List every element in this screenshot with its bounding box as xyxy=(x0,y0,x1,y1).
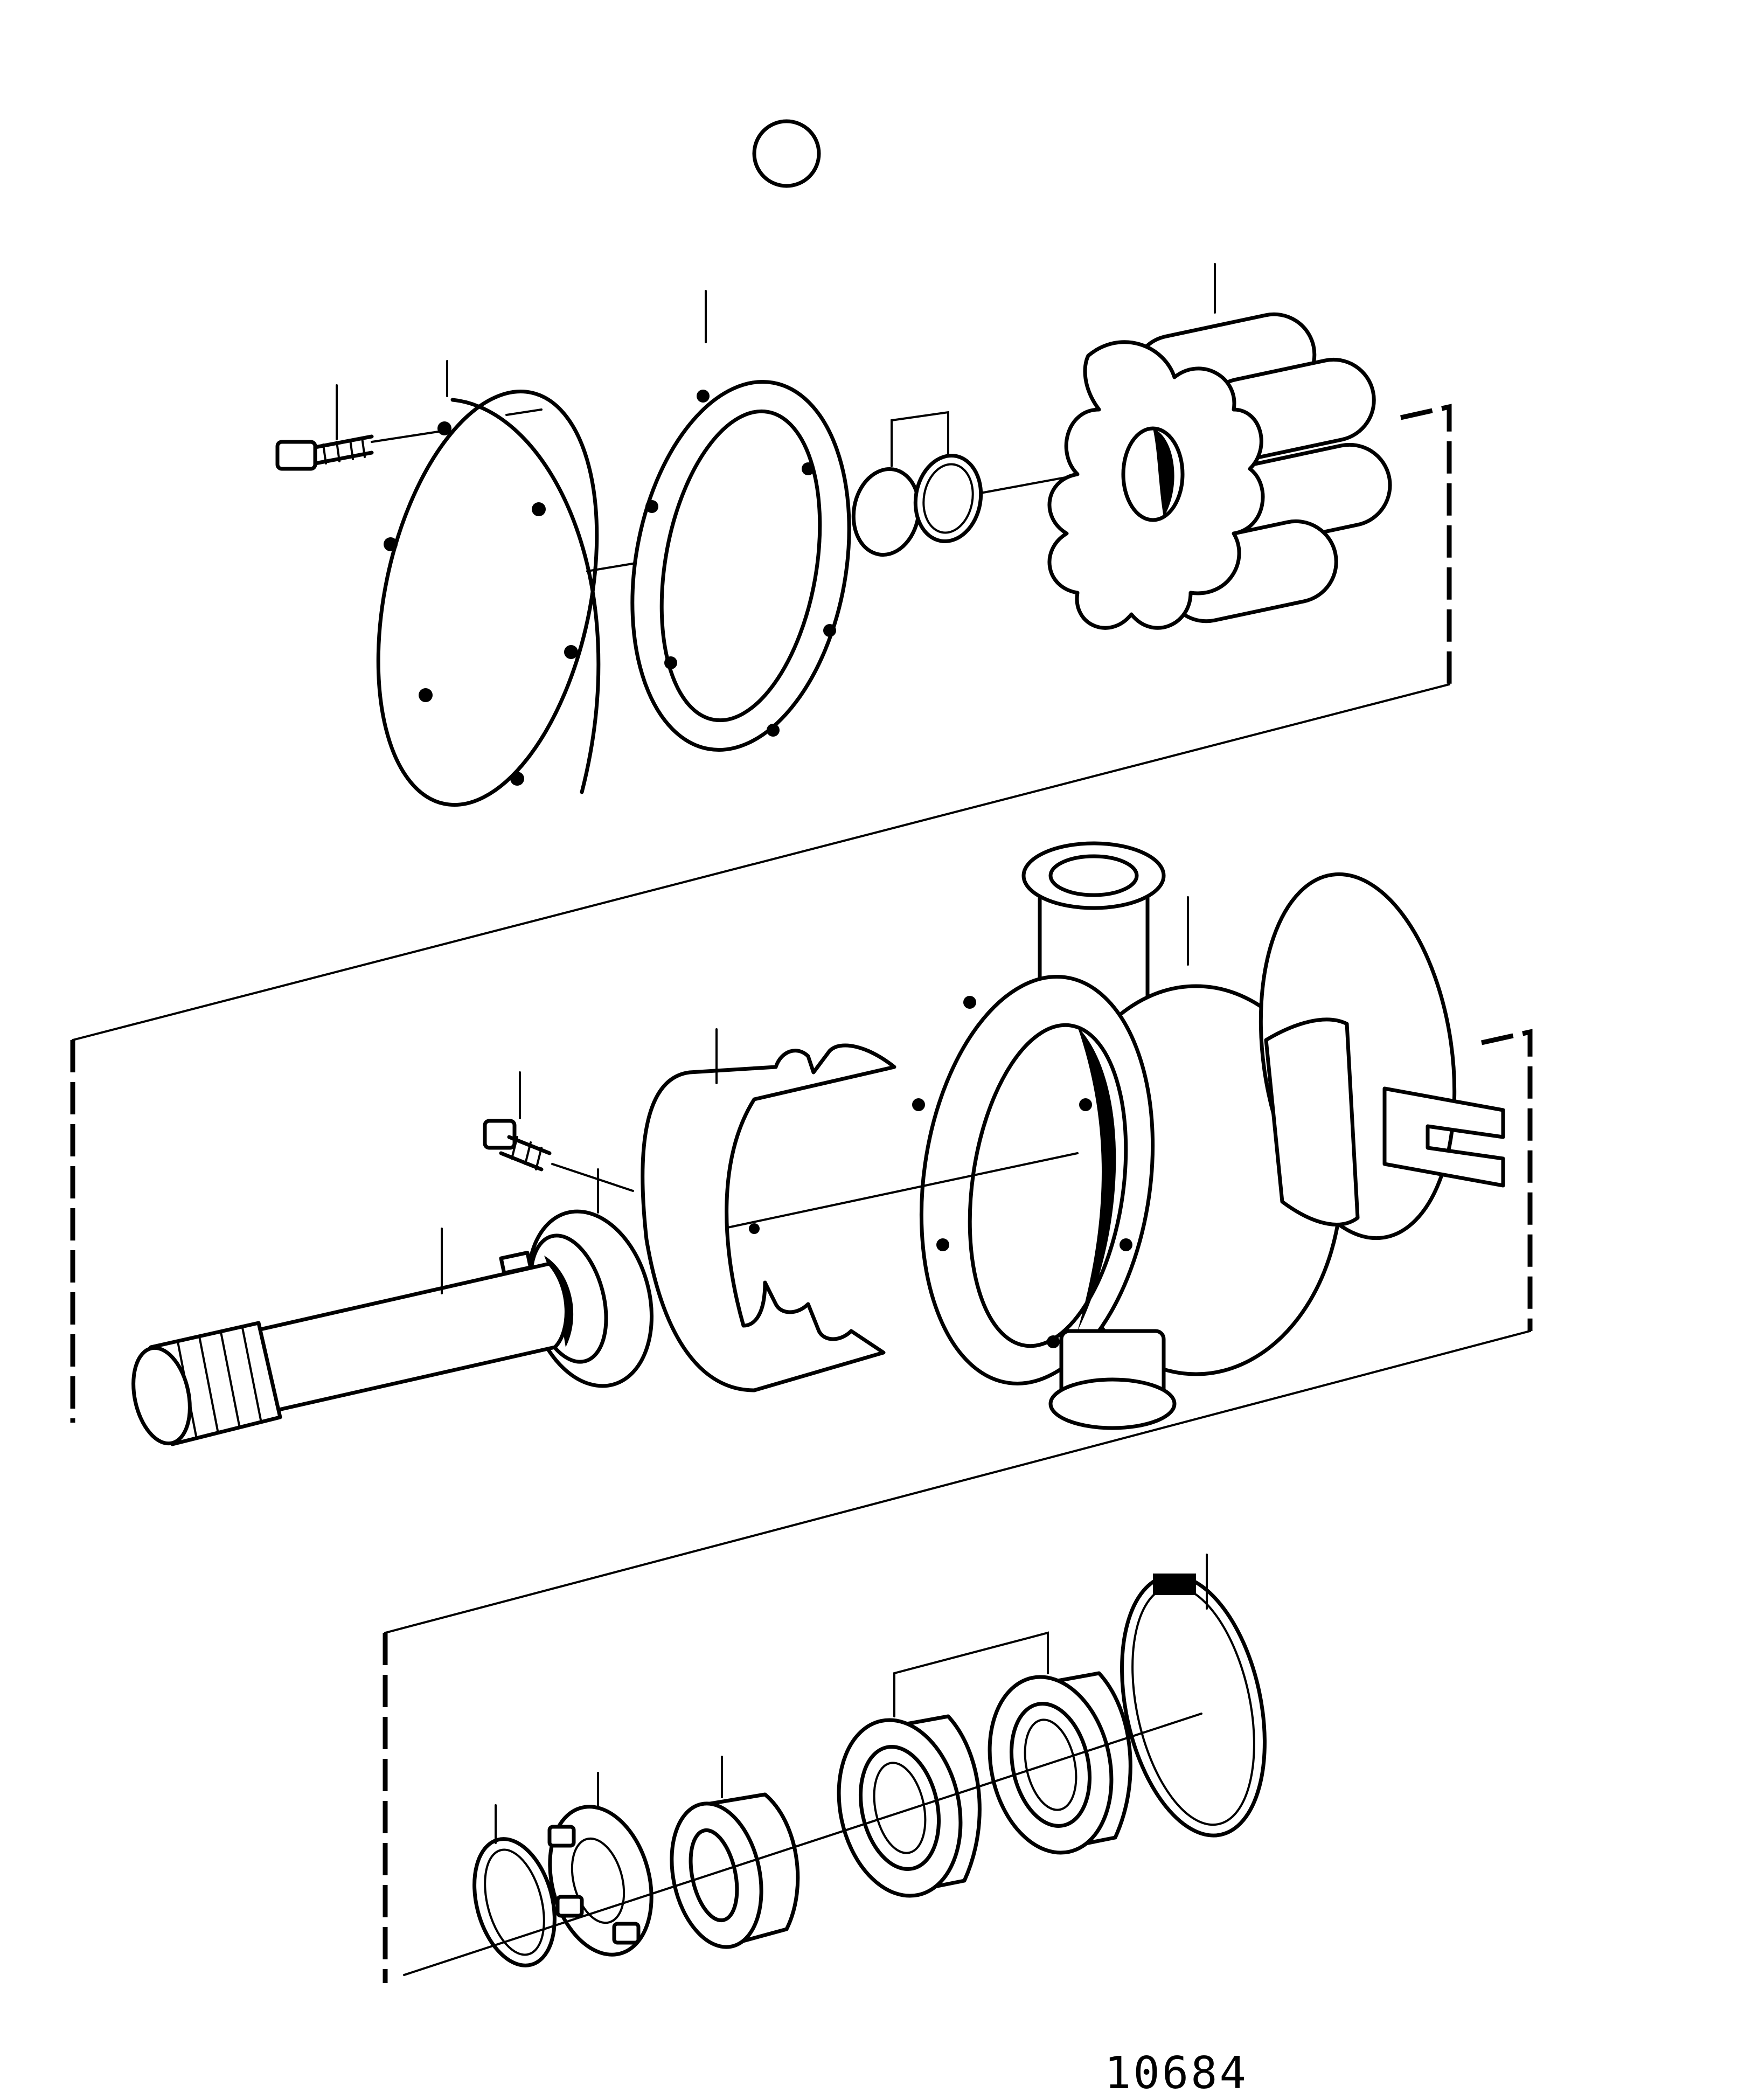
sleeve xyxy=(670,1792,800,1949)
bracket-top xyxy=(1400,404,1452,684)
reference-circle xyxy=(752,119,821,188)
axis-line-3 xyxy=(403,1713,1202,1976)
circlip xyxy=(1120,1574,1267,1838)
figure-number: 10684 xyxy=(1104,2048,1248,2099)
bracket-middle xyxy=(1481,1029,1533,1331)
leader-wear-plates xyxy=(891,411,949,467)
lock-washer xyxy=(547,1805,653,1957)
leader-bearings xyxy=(893,1631,1049,1717)
impeller xyxy=(1047,312,1392,630)
cam-screw xyxy=(483,1119,552,1172)
cover-screw xyxy=(275,430,443,471)
retaining-ring-small xyxy=(472,1837,557,1967)
wear-plate-pair xyxy=(851,454,983,557)
cover-plate xyxy=(376,389,601,807)
pump-housing xyxy=(912,841,1505,1430)
cover-gasket xyxy=(630,380,851,752)
cam-insert xyxy=(641,1043,896,1392)
splined-shaft xyxy=(131,1251,568,1446)
